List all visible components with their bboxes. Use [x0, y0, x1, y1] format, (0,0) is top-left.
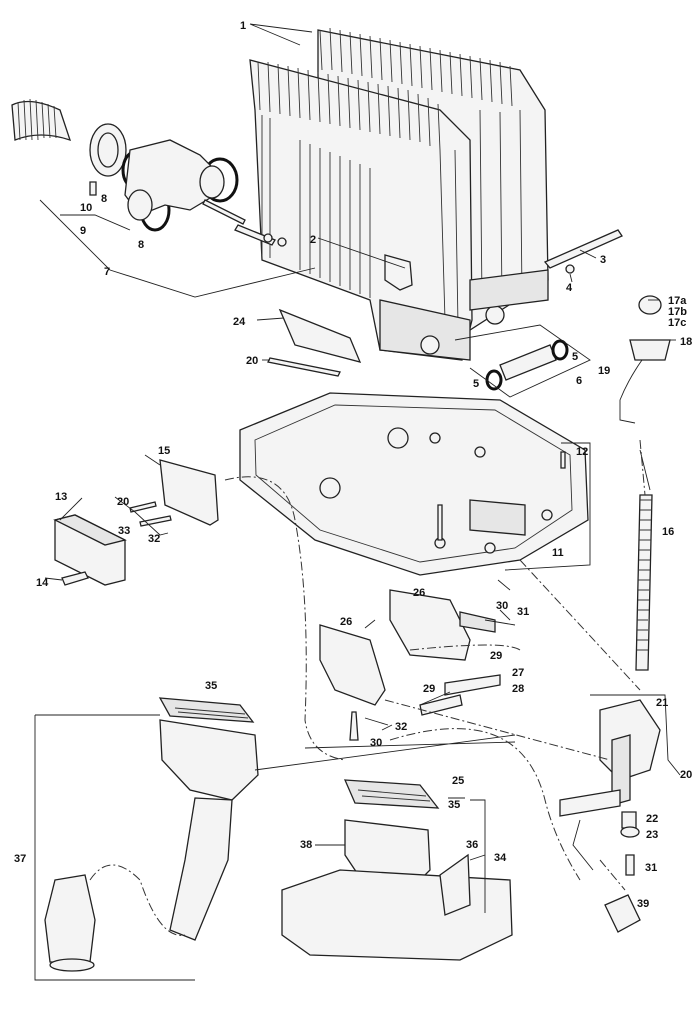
callout-32-burner: 32: [395, 721, 407, 733]
connector: [61, 571, 89, 586]
flex-shaft: [635, 494, 653, 671]
callout-11: 11: [552, 547, 564, 559]
flex-duct-lower: [44, 874, 96, 963]
callout-31-valve: 31: [645, 862, 657, 874]
flue-elbow-assembly: [11, 98, 287, 247]
callout-30-lower: 30: [370, 737, 382, 749]
nut: [565, 264, 575, 274]
callout-8-upper: 8: [101, 193, 107, 205]
tray: [281, 869, 513, 961]
callout-17c: 17c: [668, 317, 686, 329]
callout-22: 22: [646, 813, 658, 825]
callout-15: 15: [158, 445, 170, 457]
callout-3: 3: [600, 254, 606, 266]
callout-30-upper: 30: [496, 600, 508, 612]
burner-box-upper: [159, 719, 259, 801]
callout-6: 6: [576, 375, 582, 387]
callout-29-right: 29: [490, 650, 502, 662]
callout-26-lower: 26: [340, 616, 352, 628]
callout-28: 28: [512, 683, 524, 695]
bracket-strip: [543, 229, 623, 269]
electrode: [349, 711, 359, 741]
callout-35-upper: 35: [205, 680, 217, 692]
callout-5-left: 5: [473, 378, 479, 390]
callout-24: 24: [233, 316, 246, 328]
grille-lower: [343, 779, 440, 809]
callout-20-valve: 20: [680, 769, 692, 781]
callout-2: 2: [310, 234, 316, 246]
callout-33: 33: [118, 525, 130, 537]
callout-26-upper: 26: [413, 587, 425, 599]
callout-38: 38: [300, 839, 312, 851]
callout-4: 4: [566, 282, 573, 294]
callout-27: 27: [512, 667, 524, 679]
base-plate: [239, 392, 589, 576]
pin: [437, 504, 443, 541]
callout-37: 37: [14, 853, 26, 865]
callout-labels: 1 2 3 4 5 5 6 7 8 8 9 10 11 12 13 14 15 …: [14, 20, 692, 910]
callout-17b: 17b: [668, 306, 687, 318]
grille-upper: [158, 697, 255, 723]
burner-lower: [319, 624, 386, 706]
callout-32-box: 32: [148, 533, 160, 545]
callout-10: 10: [80, 202, 92, 214]
callout-7: 7: [104, 266, 110, 278]
callout-19: 19: [598, 365, 610, 377]
callout-8-lower: 8: [138, 239, 144, 251]
callout-39: 39: [637, 898, 649, 910]
callout-20-flue: 20: [246, 355, 258, 367]
callout-31-upper: 31: [517, 606, 529, 618]
callout-14: 14: [36, 577, 49, 589]
callout-36: 36: [466, 839, 478, 851]
screw: [560, 451, 566, 469]
callout-16: 16: [662, 526, 674, 538]
burner-upper: [389, 589, 471, 661]
flex-duct: [169, 797, 233, 941]
connection-pipe: [499, 344, 557, 381]
rod: [267, 357, 341, 377]
callout-25: 25: [452, 775, 464, 787]
callout-9: 9: [80, 225, 86, 237]
burner-tube: [278, 308, 362, 363]
callout-34: 34: [494, 852, 507, 864]
knob-seat: [629, 339, 671, 361]
callout-35-lower: 35: [448, 799, 460, 811]
callout-12: 12: [576, 446, 588, 458]
frame-wire: [439, 853, 471, 916]
callout-21: 21: [656, 697, 668, 709]
heat-exchanger: [249, 27, 549, 361]
gas-valve: [559, 699, 661, 933]
callout-23: 23: [646, 829, 658, 841]
callout-13: 13: [55, 491, 67, 503]
callout-5-right: 5: [572, 351, 578, 363]
cover: [159, 459, 219, 526]
callout-1: 1: [240, 20, 246, 32]
callout-18: 18: [680, 336, 692, 348]
callout-17a: 17a: [668, 295, 687, 307]
callout-29-left: 29: [423, 683, 435, 695]
callout-20-box: 20: [117, 496, 129, 508]
knob: [638, 295, 662, 315]
